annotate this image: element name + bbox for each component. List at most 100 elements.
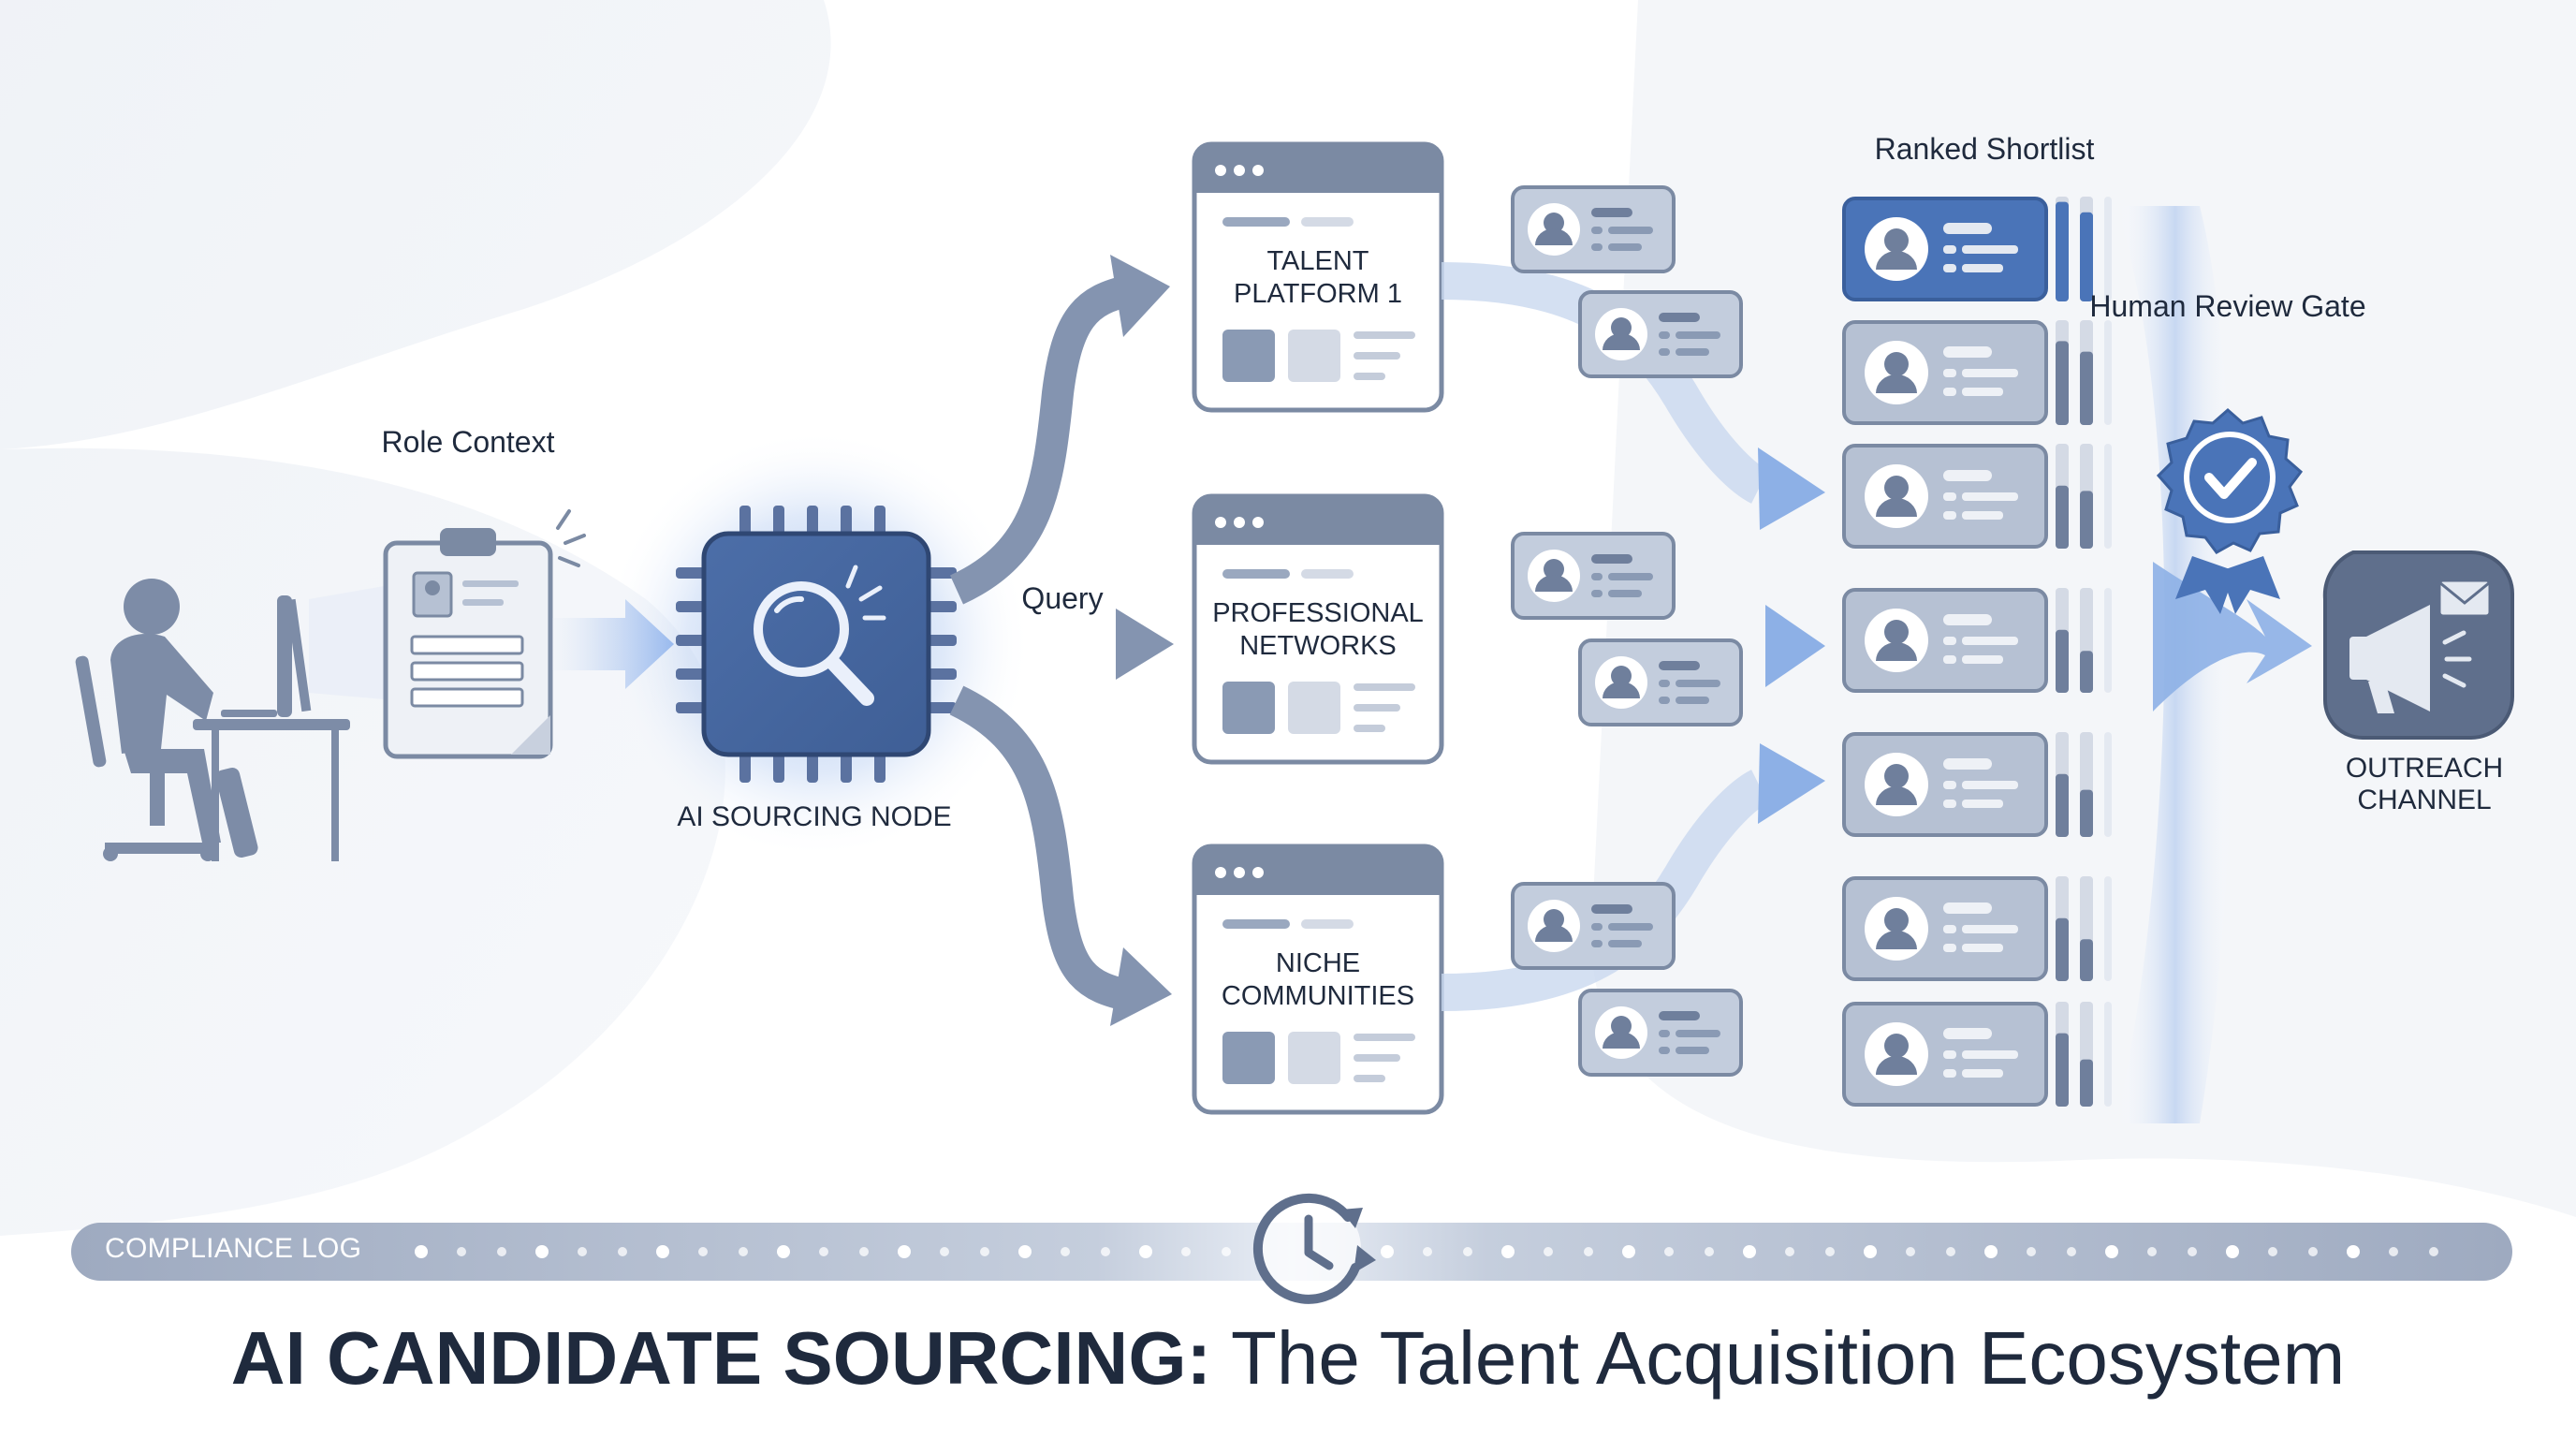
- shortlist-row: [1842, 197, 2112, 301]
- log-dot: [1705, 1247, 1714, 1256]
- log-dot: [2429, 1247, 2438, 1256]
- log-dot: [2226, 1245, 2239, 1258]
- score-bar-fill: [2056, 1033, 2069, 1107]
- log-dot: [819, 1247, 828, 1256]
- platform-title-1: TALENT PLATFORM 1: [1234, 246, 1402, 310]
- log-dot: [457, 1247, 466, 1256]
- log-dot: [898, 1245, 911, 1258]
- score-bar-fill: [2080, 651, 2093, 693]
- platform-window-1: [1192, 141, 1444, 413]
- shortlist-row: [1842, 732, 2112, 837]
- log-dot: [1101, 1247, 1110, 1256]
- log-dot: [497, 1247, 506, 1256]
- query-label: Query: [1021, 581, 1104, 615]
- log-dot: [535, 1245, 549, 1258]
- score-bar-fill: [2080, 212, 2093, 301]
- log-dot: [1584, 1247, 1593, 1256]
- outreach-arrow: [2153, 562, 2312, 712]
- chip-search-icon: [676, 506, 957, 783]
- score-bar-fill: [2080, 491, 2093, 549]
- score-bar-fill: [2056, 201, 2069, 301]
- log-dot: [2308, 1247, 2318, 1256]
- person-at-desk-icon: [75, 579, 350, 861]
- log-dot: [777, 1245, 790, 1258]
- log-dot: [2268, 1247, 2277, 1256]
- log-dot: [1381, 1245, 1394, 1258]
- log-dot: [1946, 1247, 1955, 1256]
- log-dot: [980, 1247, 989, 1256]
- log-dot: [940, 1247, 949, 1256]
- log-dot: [1544, 1247, 1553, 1256]
- ranked-shortlist-label: Ranked Shortlist: [1874, 132, 2095, 166]
- candidate-card-small: [1578, 638, 1743, 726]
- log-dot: [2027, 1247, 2036, 1256]
- log-dot: [618, 1247, 627, 1256]
- score-bar-fill: [2080, 351, 2093, 425]
- ai-sourcing-node-label: AI SOURCING NODE: [677, 801, 952, 832]
- log-dot: [2188, 1247, 2197, 1256]
- human-review-gate-label: Human Review Gate: [2089, 289, 2366, 323]
- candidate-card-small: [1578, 989, 1743, 1077]
- score-bar-fill: [2080, 1059, 2093, 1107]
- log-dot: [1139, 1245, 1152, 1258]
- badge-check-icon: [2156, 408, 2304, 614]
- log-dot: [2105, 1245, 2118, 1258]
- log-dot: [578, 1247, 587, 1256]
- score-bar-fill: [2080, 789, 2093, 837]
- shortlist-row: [1842, 444, 2112, 549]
- candidate-card-small: [1511, 532, 1676, 620]
- candidate-card-small: [1511, 185, 1676, 273]
- log-dot: [1906, 1247, 1915, 1256]
- log-dot: [415, 1245, 428, 1258]
- platform-window-3: [1192, 844, 1444, 1115]
- log-dot: [1743, 1245, 1756, 1258]
- platform-title-3: NICHE COMMUNITIES: [1221, 948, 1415, 1012]
- log-dot: [2347, 1245, 2360, 1258]
- megaphone-icon: [2322, 550, 2514, 740]
- log-dot: [1061, 1247, 1070, 1256]
- shortlist-row: [1842, 320, 2112, 425]
- score-bar-fill: [2056, 629, 2069, 693]
- log-dot: [698, 1247, 708, 1256]
- log-dot: [1622, 1245, 1635, 1258]
- log-dot: [1984, 1245, 1998, 1258]
- platform-window-2: [1192, 493, 1444, 765]
- score-bar-fill: [2056, 485, 2069, 549]
- log-dot: [1181, 1247, 1191, 1256]
- log-dot: [2067, 1247, 2076, 1256]
- log-dot: [1664, 1247, 1674, 1256]
- log-dot: [656, 1245, 669, 1258]
- title-rest: The Talent Acquisition Ecosystem: [1211, 1316, 2346, 1400]
- candidate-cards-small: [1511, 185, 1743, 1077]
- title-bold: AI CANDIDATE SOURCING:: [230, 1316, 1212, 1400]
- shortlist-row: [1842, 1002, 2112, 1107]
- page-title: AI CANDIDATE SOURCING: The Talent Acquis…: [0, 1315, 2576, 1401]
- score-bar-fill: [2056, 917, 2069, 981]
- query-arrows: [949, 255, 1174, 1026]
- shortlist-row: [1842, 876, 2112, 981]
- score-bar-fill: [2056, 341, 2069, 425]
- candidate-card-small: [1511, 882, 1676, 970]
- shortlist-row: [1842, 588, 2112, 693]
- compliance-log-label: COMPLIANCE LOG: [105, 1233, 362, 1264]
- log-dot: [1018, 1245, 1032, 1258]
- compliance-log-dots: [415, 1245, 2438, 1258]
- log-dot: [1864, 1245, 1877, 1258]
- log-dot: [1785, 1247, 1794, 1256]
- role-context-label: Role Context: [381, 425, 555, 459]
- log-dot: [1501, 1245, 1515, 1258]
- score-bar-fill: [2080, 939, 2093, 981]
- log-dot: [1423, 1247, 1432, 1256]
- log-dot: [1463, 1247, 1472, 1256]
- platform-title-2: PROFESSIONAL NETWORKS: [1212, 598, 1424, 662]
- log-dot: [1222, 1247, 1231, 1256]
- candidate-card-small: [1578, 290, 1743, 378]
- score-bar-fill: [2056, 773, 2069, 837]
- log-dot: [859, 1247, 869, 1256]
- clock-icon: [1252, 1193, 1376, 1304]
- log-dot: [739, 1247, 748, 1256]
- log-dot: [2389, 1247, 2398, 1256]
- log-dot: [2147, 1247, 2157, 1256]
- ranked-shortlist: [1842, 197, 2112, 1107]
